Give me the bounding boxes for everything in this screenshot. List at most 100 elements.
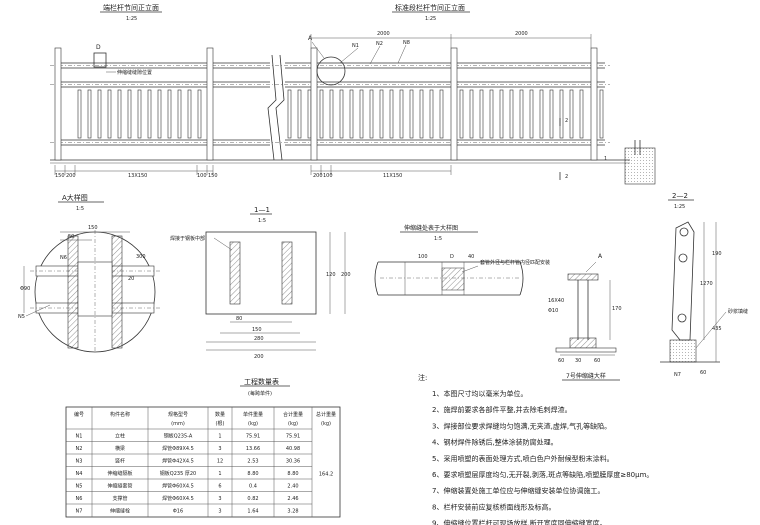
- baluster: [197, 89, 202, 139]
- baluster: [297, 89, 302, 139]
- baluster: [409, 89, 414, 139]
- table-cell: 0.4: [249, 484, 257, 490]
- baluster: [469, 89, 474, 139]
- dim-200-left: 200: [66, 173, 76, 179]
- elev2-scale: 1:25: [425, 16, 436, 22]
- table-cell: 焊管Φ60X4.5: [162, 495, 194, 502]
- note-line: 4、钢材焊件除锈后,整体涂装防腐处理。: [432, 438, 558, 447]
- baluster: [569, 89, 574, 139]
- detail-a: A大样图 1:5 150 50 300 20 Φ90 N6 N5: [18, 193, 160, 353]
- sec11-scale: 1:5: [258, 218, 266, 224]
- baluster: [137, 89, 142, 139]
- table-unit: (mm): [171, 421, 185, 427]
- label-a-n6: N6: [60, 255, 67, 261]
- baluster: [177, 89, 182, 139]
- baluster: [329, 89, 334, 139]
- table-cell: 13.66: [246, 446, 260, 452]
- table-cell: 伸缩缝套管: [107, 483, 132, 490]
- note-line: 2、施焊前要求各部件平整,并去除毛刺焊渣。: [432, 405, 572, 414]
- dim-100-right: 100: [323, 173, 333, 179]
- post-right-c: [590, 47, 598, 161]
- table-header: 数量: [215, 411, 225, 418]
- baluster: [539, 89, 544, 139]
- dim-a-150: 150: [88, 225, 98, 231]
- baluster: [97, 89, 102, 139]
- table-cell: 3: [218, 509, 221, 515]
- table-header: 总计重量: [316, 411, 336, 418]
- baluster: [307, 89, 312, 139]
- baluster: [157, 89, 162, 139]
- note-line: 3、焊接部位要求焊缝均匀饱满,无夹渣,虚焊,气孔等缺陷。: [432, 421, 611, 430]
- dim-7-phi10: Φ10: [548, 308, 558, 314]
- dim-7-16x40: 16X40: [548, 298, 564, 304]
- sec22-scale: 1:25: [674, 204, 685, 210]
- baluster: [287, 89, 292, 139]
- table-cell: Φ16: [173, 509, 183, 515]
- dim-a-20: 20: [128, 276, 134, 282]
- baluster: [127, 89, 132, 139]
- table-cell: 3.28: [287, 509, 298, 515]
- dim-7-60: 60: [558, 358, 564, 364]
- table-cell: 12: [217, 459, 223, 465]
- table-cell: N1: [76, 434, 83, 440]
- table-cell: 焊管Φ42X4.5: [162, 458, 194, 465]
- label-d: D: [96, 44, 101, 51]
- table-cell: 75.91: [286, 434, 300, 440]
- table-cell: 8.80: [247, 471, 258, 477]
- table-cell: 2.46: [287, 496, 298, 502]
- post-right-a: [310, 47, 318, 161]
- post-left-end: [54, 47, 62, 161]
- table-cell: 焊管Φ89X4.5: [162, 445, 194, 452]
- dim-7-30: 30: [575, 358, 581, 364]
- ann-weld-plate: 焊接于钢板中部: [170, 235, 205, 242]
- post-left-mid: [206, 47, 214, 161]
- baluster: [509, 89, 514, 139]
- dim-s-200: 200: [341, 272, 351, 278]
- table-total: 164.2: [319, 471, 333, 477]
- dim-2000a: 2000: [377, 31, 390, 37]
- label-1: 1: [604, 156, 607, 162]
- dim-j-d: D: [450, 254, 454, 260]
- quantity-table: 工程数量表 (每跨单件) 编号构件名称规格型号(mm)数量(根)单件重量(kg)…: [65, 377, 341, 518]
- table-cell: 钢板Q235 厚20: [160, 470, 196, 477]
- table-header: 合计重量: [283, 411, 303, 418]
- baluster: [499, 89, 504, 139]
- dim-150-left-b: 150: [208, 173, 218, 179]
- table-cell: 钢板Q235-A: [164, 433, 193, 440]
- note-line: 1、本图尺寸均以毫米为单位。: [432, 389, 527, 398]
- balusters-left: [77, 89, 202, 139]
- table-cell: 3: [218, 446, 221, 452]
- note-line: 5、采用喷塑的表面处理方式,喷白色户外耐候型粉末涂料。: [432, 454, 614, 463]
- dim-100-left: 100: [197, 173, 207, 179]
- table-unit: (kg): [288, 421, 298, 427]
- elev1-scale: 1:25: [126, 16, 137, 22]
- table-cell: N7: [76, 509, 83, 515]
- detail-a-title: A大样图: [62, 193, 88, 202]
- table-cell: N3: [76, 459, 83, 465]
- table-cell: 1.64: [247, 509, 258, 515]
- baluster: [359, 89, 364, 139]
- baluster: [559, 89, 564, 139]
- baluster: [419, 89, 424, 139]
- baluster: [529, 89, 534, 139]
- baluster: [117, 89, 122, 139]
- baluster: [77, 89, 82, 139]
- dim-j-40: 40: [468, 254, 474, 260]
- table-cell: 2.53: [247, 459, 258, 465]
- label-n2: N2: [376, 41, 383, 47]
- ann-pipe: 套管外径与栏杆管内径匹配安装: [480, 259, 550, 266]
- label-2: 2: [565, 118, 568, 124]
- baluster: [549, 89, 554, 139]
- detail-a-callout: [316, 56, 346, 86]
- table-cell: N6: [76, 496, 83, 502]
- baluster: [519, 89, 524, 139]
- table-cell: 0.82: [247, 496, 258, 502]
- baluster: [319, 89, 324, 139]
- label-a-n5: N5: [18, 314, 25, 320]
- sec11-title: 1—1: [254, 206, 270, 214]
- table-cell: 焊管Φ60X4.5: [162, 483, 194, 490]
- dim-2-435: 435: [712, 326, 722, 332]
- table-header: 构件名称: [110, 411, 130, 418]
- dim-150-left: 150: [55, 173, 65, 179]
- table-header: 单件重量: [243, 411, 263, 418]
